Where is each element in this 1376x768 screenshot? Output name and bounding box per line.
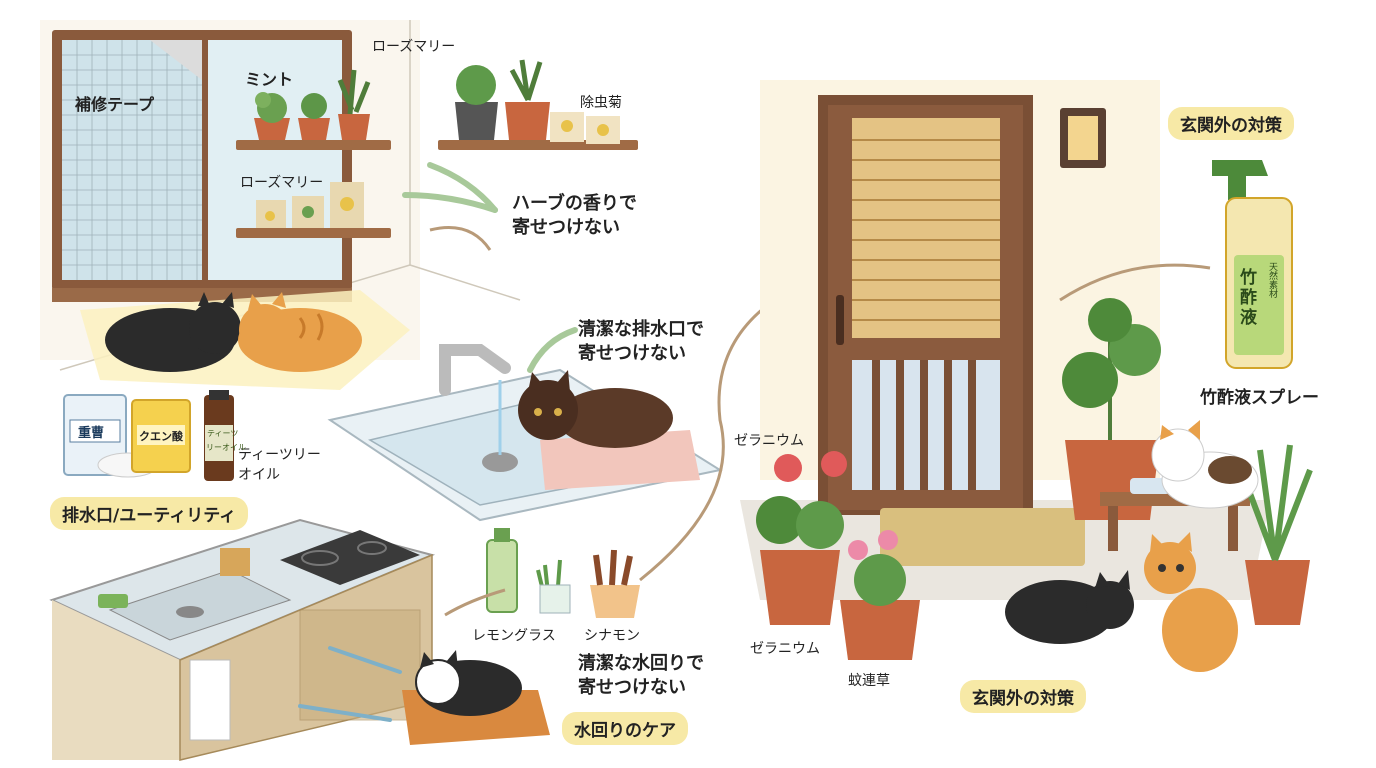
entrance-bottom-header: 玄関外の対策 (960, 680, 1086, 713)
kitchen-counter (49, 518, 436, 761)
citric-product-label: クエン酸 (139, 430, 183, 443)
mint-label: ミント (245, 70, 294, 89)
wall-lamp (1060, 108, 1106, 168)
jochugiku-label: 除虫菊 (580, 95, 622, 111)
drain-arrow (527, 327, 578, 373)
doormat (880, 508, 1085, 566)
bench-and-plants (1062, 298, 1313, 625)
window-herb-shelf (236, 69, 391, 238)
bamboo-vinegar-spray (1212, 160, 1293, 369)
drain-message-line1: 清潔な排水口で (578, 319, 704, 340)
hoshu-tape-label: 補修テープ (75, 95, 155, 114)
tea-tree-bottle-label-2: リーオイル (206, 443, 246, 452)
spray-bottle-main-text: 竹 酢 液 (1240, 268, 1257, 328)
window (52, 30, 352, 302)
water-care-header: 水回りのケア (562, 712, 688, 745)
herb-message-line2: 寄せつけない (512, 217, 620, 238)
front-door (818, 95, 1033, 515)
water-arrow (444, 588, 506, 617)
cinnamon-label: シナモン (584, 628, 640, 644)
spray-arrow (1059, 263, 1211, 302)
water-message-line2: 寄せつけない (578, 677, 686, 698)
geranium-top-label: ゼラニウム (734, 433, 804, 449)
tea-tree-label-line1: ティーツリー (238, 447, 321, 463)
drain-utility-header: 排水口/ユーティリティ (50, 497, 249, 530)
sleeping-cats (105, 292, 362, 372)
tuxedo-cat-cushion (402, 650, 550, 745)
herb-message-line1: ハーブの香りで (512, 193, 637, 214)
geranium-pots (756, 451, 920, 660)
top-herb-shelf (438, 59, 638, 150)
kitchen-arrows (298, 646, 402, 722)
spray-bottle-side-text: 天然素材 (1267, 262, 1277, 298)
water-message-line1: 清潔な水回りで (578, 653, 704, 674)
entrance-top-header: 玄関外の対策 (1168, 107, 1294, 140)
tortoiseshell-cat (518, 370, 700, 490)
lemongrass-label: レモングラス (472, 628, 556, 644)
tea-tree-bottle-label-1: ティーツ (207, 429, 239, 438)
spray-label: 竹酢液スプレー (1200, 388, 1319, 408)
calico-cat (1151, 420, 1259, 509)
rosemary-shelf-label: ローズマリー (240, 175, 324, 191)
resting-cats (1005, 532, 1238, 672)
window-screen-mesh (62, 40, 202, 280)
drain-message-line2: 寄せつけない (578, 343, 686, 364)
herb-arrows (402, 162, 498, 213)
utility-products (63, 390, 234, 481)
geranium-bottom-label: ゼラニウム (750, 641, 820, 657)
rosemary-top-label: ローズマリー (372, 39, 456, 55)
kahirenso-label: 蚊連草 (848, 673, 890, 689)
juso-product-label: 重曹 (78, 426, 105, 441)
herb-remedies (486, 528, 640, 618)
tea-tree-label-line2: オイル (238, 467, 280, 483)
long-curve-arrow (639, 283, 801, 582)
